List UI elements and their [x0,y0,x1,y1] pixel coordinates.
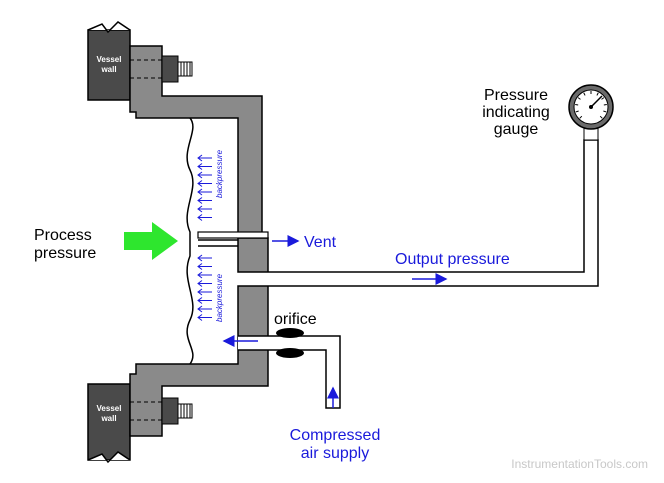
gauge-tick [599,115,603,119]
backpressure-arrow-icon [197,263,212,270]
backpressure-arrow-icon [197,188,212,196]
gauge-tick [583,92,586,96]
diaphragm [186,117,194,365]
backpressure-arrow-icon [197,154,212,162]
backpressure-arrow-icon [197,197,212,204]
process-pressure-label-2: pressure [34,245,96,262]
backpressure-label-lower: backpressure [215,273,224,322]
output-pressure-label: Output pressure [395,251,510,268]
gauge-tick [577,97,581,100]
process-pressure-arrow-icon [124,222,178,260]
top-flange [129,45,263,239]
gauge-tick [596,92,599,96]
gauge-label-2: indicating [482,104,550,121]
gauge-tick [601,97,605,100]
vessel-wall-top-label-1: Vessel [97,55,122,64]
backpressure-arrow-icon [197,280,212,287]
backpressure-arrow-icon [197,305,212,313]
backpressure-arrow-icon [197,314,212,321]
process-pressure-label-1: Process [34,227,92,244]
gauge-label-1: Pressure [484,87,548,104]
compressed-air-label-2: air supply [301,445,369,462]
nozzle-block [197,231,269,273]
vessel-wall-bottom-label-1: Vessel [97,404,122,413]
vessel-wall-top: Vessel wall [87,21,131,101]
gauge-tick [579,115,583,119]
backpressure-arrow-icon [197,205,212,213]
backpressure-arrow-icon [197,271,212,279]
vessel-wall-bottom: Vessel wall [87,383,131,464]
backpressure-arrow-icon [197,180,212,187]
backpressure-arrow-icon [197,163,212,170]
gauge-label-3: gauge [494,121,539,138]
bolt-icon [161,55,179,83]
watermark: InstrumentationTools.com [511,457,648,471]
orifice [276,328,304,358]
backpressure-arrows-upper [197,154,212,221]
backpressure-arrow-icon [197,297,212,304]
backpressure-arrow-icon [197,254,212,262]
orifice-label: orifice [274,311,317,328]
backpressure-arrow-icon [197,171,212,179]
backpressure-arrow-icon [197,214,212,221]
gauge-tick [575,110,579,113]
pressure-gauge-icon [568,84,614,141]
backpressure-arrows-lower [197,254,212,321]
bolt-icon [161,397,179,425]
backpressure-arrow-icon [197,288,212,296]
compressed-air-label-1: Compressed [290,427,381,444]
gauge-tick [603,110,607,113]
backpressure-label-upper: backpressure [215,149,224,198]
vessel-wall-bottom-label-2: wall [100,414,116,423]
vent-label: Vent [304,234,337,251]
vessel-wall-top-label-2: wall [100,65,116,74]
